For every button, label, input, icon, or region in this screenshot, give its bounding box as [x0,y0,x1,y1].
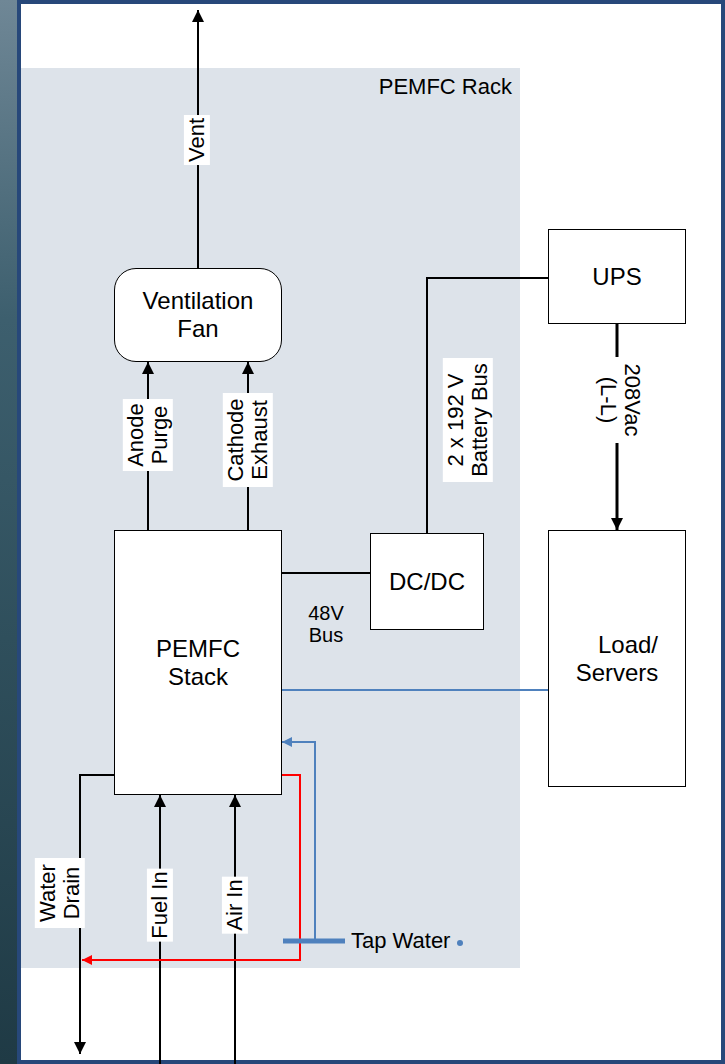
flow-label: Vent [184,115,210,165]
process-box: Load/Servers [548,530,686,787]
flow-label: Fuel In [147,868,173,941]
edge-label: 208Vac (L-L) [595,357,645,443]
rack-background [21,68,520,968]
flow-label: Tap Water [348,928,453,954]
process-box: UPS [548,229,686,324]
tap-water-header [283,939,345,944]
node-label: PEMFC Stack [143,635,253,690]
node-label: Ventilation Fan [128,287,268,342]
coolant-return-line [82,775,300,960]
node-label: Load/Servers [574,631,660,686]
edge-label: 48V Bus [301,601,351,647]
flow-label: Air In [222,876,248,933]
photo-strip [0,0,18,1064]
connector [282,572,370,574]
edge-label: Cathode Exhaust [223,393,273,487]
tap-water-dot [457,940,463,946]
process-box: PEMFC Stack [114,530,282,795]
process-box: DC/DC [370,533,484,630]
node-label: DC/DC [389,568,465,596]
flow-label: Water Drain [35,858,85,928]
region-title: PEMFC Rack [21,68,520,100]
edge-label: Anode Purge [123,399,173,471]
connector [282,689,548,691]
edge-label: 2 x 192 V Battery Bus [443,358,493,482]
tap-water-line [282,742,315,941]
region-band: PEMFC RackVentilation FanDC/DC PEMFC Stac… [21,68,520,968]
node-label: UPS [592,263,641,291]
rounded-box: Ventilation Fan [114,268,282,362]
photo-background [0,0,18,1064]
connector [427,278,548,533]
